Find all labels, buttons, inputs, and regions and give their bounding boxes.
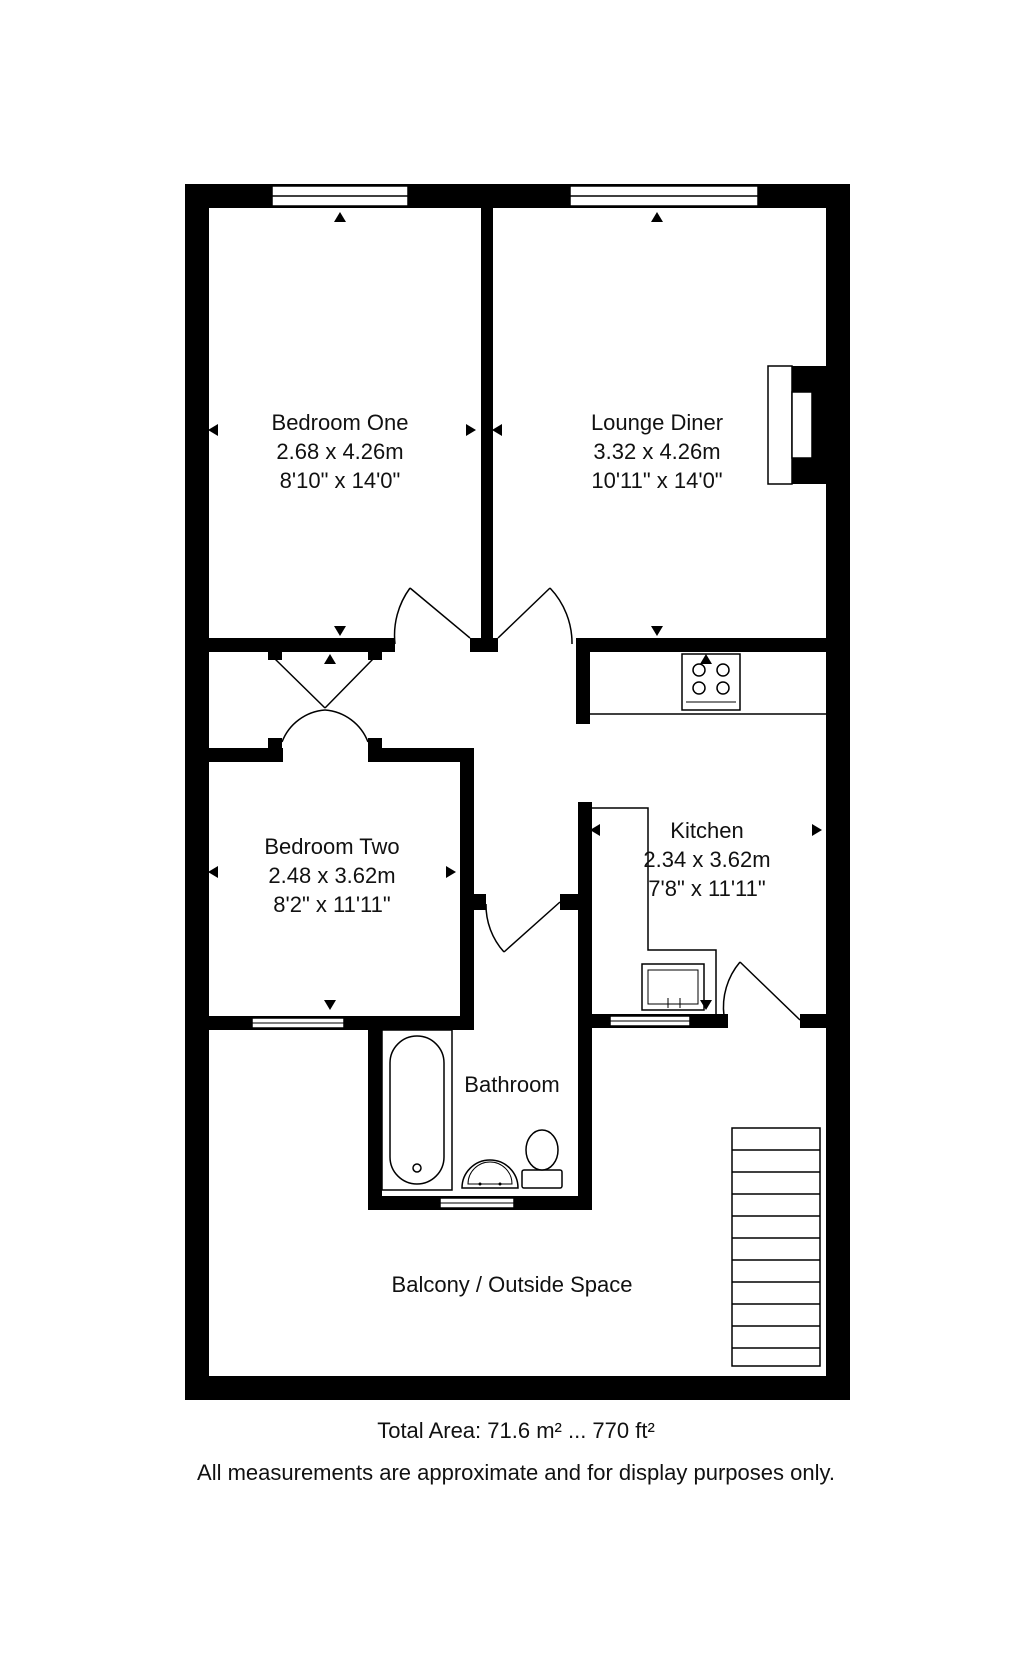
bedroom-two-imperial: 8'2" x 11'11" <box>273 892 390 917</box>
room-label-lounge-diner: Lounge Diner 3.32 x 4.26m 10'11" x 14'0" <box>591 410 723 493</box>
bedroom-two-name: Bedroom Two <box>264 834 399 859</box>
lounge-diner-name: Lounge Diner <box>591 410 723 435</box>
kitchen-name: Kitchen <box>670 818 743 843</box>
top-windows <box>271 185 759 207</box>
stairs <box>731 1127 821 1367</box>
bathroom-fixtures <box>381 1029 563 1191</box>
chimney-breast <box>767 365 826 485</box>
room-label-bedroom-two: Bedroom Two 2.48 x 3.62m 8'2" x 11'11" <box>264 834 399 917</box>
interior-windows <box>251 1015 691 1209</box>
balcony-name: Balcony / Outside Space <box>392 1272 633 1297</box>
bedroom-one-name: Bedroom One <box>272 410 409 435</box>
kitchen-imperial: 7'8" x 11'11" <box>648 876 765 901</box>
bedroom-one-metric: 2.68 x 4.26m <box>276 439 403 464</box>
room-label-bedroom-one: Bedroom One 2.68 x 4.26m 8'10" x 14'0" <box>272 410 409 493</box>
bedroom-two-metric: 2.48 x 3.62m <box>268 863 395 888</box>
room-label-kitchen: Kitchen 2.34 x 3.62m 7'8" x 11'11" <box>643 818 770 901</box>
bedroom-one-imperial: 8'10" x 14'0" <box>280 468 401 493</box>
dimension-arrows <box>208 212 822 1010</box>
lounge-diner-metric: 3.32 x 4.26m <box>593 439 720 464</box>
lounge-diner-imperial: 10'11" x 14'0" <box>591 468 722 493</box>
doors <box>273 587 801 1021</box>
total-area-text: Total Area: 71.6 m² ... 770 ft² <box>377 1418 655 1443</box>
disclaimer-text: All measurements are approximate and for… <box>197 1460 835 1485</box>
bathroom-name: Bathroom <box>464 1072 559 1097</box>
kitchen-metric: 2.34 x 3.62m <box>643 847 770 872</box>
